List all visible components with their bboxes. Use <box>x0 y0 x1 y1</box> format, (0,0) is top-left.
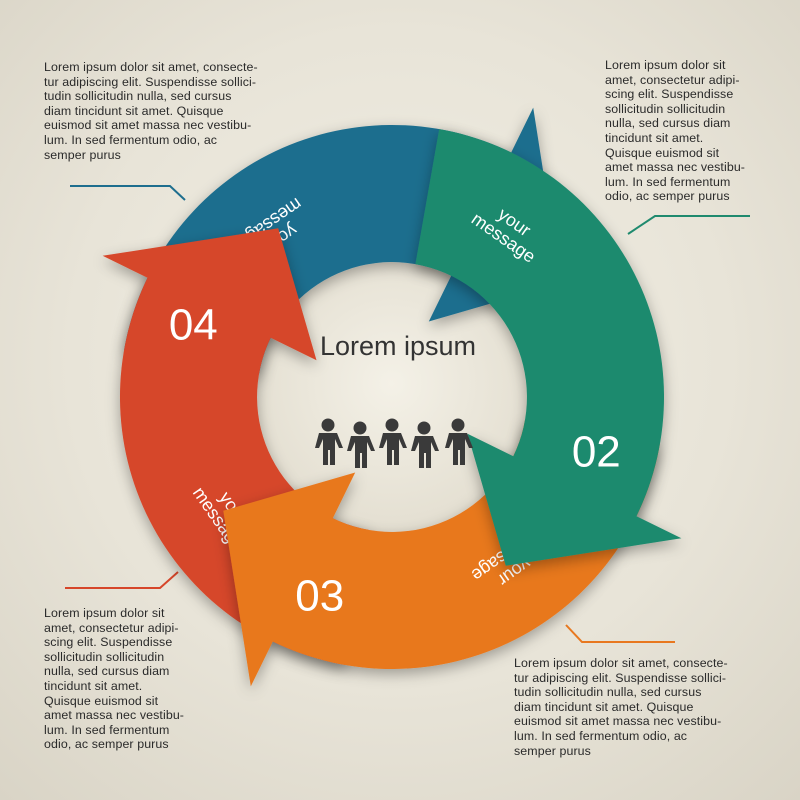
segment-number: 03 <box>295 572 344 621</box>
person-icon <box>315 418 343 465</box>
people-group-icon <box>315 418 473 468</box>
connector-line-1 <box>70 185 186 201</box>
text-block-top-left: Lorem ipsum dolor sit amet, consecte- tu… <box>44 60 258 162</box>
person-icon <box>445 418 473 465</box>
text-block-bottom-left: Lorem ipsum dolor sit amet, consectetur … <box>44 606 185 752</box>
arrow-segments: 01yourmessage04yourmessage03yourmessage0… <box>102 107 682 687</box>
text-block-top-right: Lorem ipsum dolor sit amet, consectetur … <box>605 58 746 204</box>
person-icon <box>347 421 375 468</box>
person-icon <box>411 421 439 468</box>
connector-line-4 <box>565 624 675 643</box>
center-title: Lorem ipsum <box>320 331 476 361</box>
segment-number: 02 <box>572 428 621 477</box>
connector-line-3 <box>65 571 179 589</box>
connector-line-2 <box>627 215 750 235</box>
text-block-bottom-right: Lorem ipsum dolor sit amet, consecte- tu… <box>514 656 728 758</box>
arrow-shape-02 <box>415 129 682 566</box>
segment-number: 04 <box>169 301 218 350</box>
person-icon <box>379 418 407 465</box>
